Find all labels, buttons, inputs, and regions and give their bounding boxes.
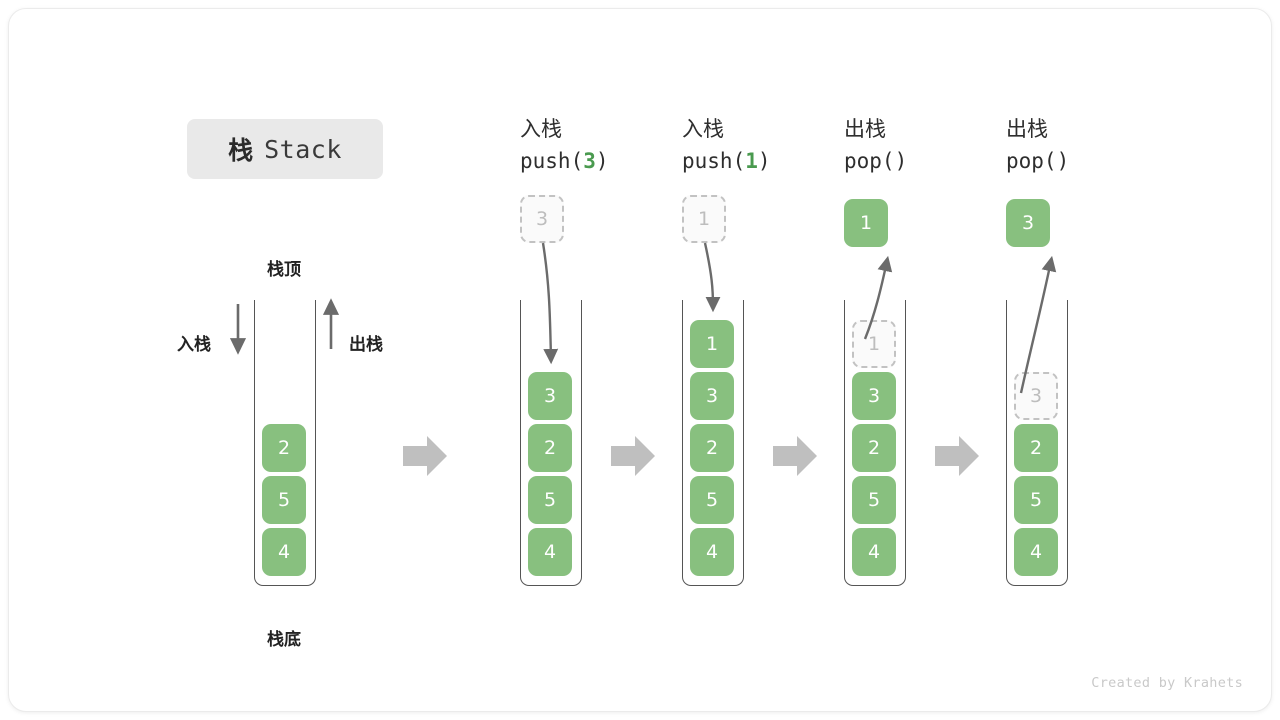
external-element-ghost: 1: [682, 195, 726, 243]
pop-side-label: 出栈: [349, 335, 383, 355]
stack-cell: 5: [262, 476, 306, 524]
push-side-label: 入栈: [177, 335, 211, 355]
stack-container-push-1: [682, 300, 744, 586]
op-header-pop-1: 出栈 pop(): [844, 115, 907, 176]
stack-cell: 2: [262, 424, 306, 472]
diagram-card: 栈 Stack 栈顶 栈底 入栈 出栈 入栈 push(3) 入栈 push(1…: [8, 8, 1272, 712]
stack-cell: 4: [262, 528, 306, 576]
stack-bottom-label: 栈底: [267, 630, 301, 650]
stack-cell: 2: [852, 424, 896, 472]
op-header-code: push(1): [682, 148, 771, 173]
stack-cell: 2: [1014, 424, 1058, 472]
connector-overlay: [229, 242, 1057, 476]
stack-top-label: 栈顶: [267, 260, 301, 280]
title-en: Stack: [264, 134, 342, 164]
stack-cell: 2: [528, 424, 572, 472]
stack-container-push-3: [520, 300, 582, 586]
step-arrow: [611, 436, 655, 476]
op-header-pop-3: 出栈 pop(): [1006, 115, 1069, 176]
stack-cell: 4: [852, 528, 896, 576]
push-1-flow-arrow: [703, 242, 721, 313]
stack-cell: 3: [528, 372, 572, 420]
stack-cell-ghost: 1: [852, 320, 896, 368]
stack-cell: 3: [852, 372, 896, 420]
op-header-cn: 出栈: [844, 117, 886, 141]
step-arrow: [773, 436, 817, 476]
op-header-code: pop(): [1006, 148, 1070, 173]
diagram-title-badge: 栈 Stack: [187, 119, 383, 179]
stack-container-pop-3: [1006, 300, 1068, 586]
op-header-cn: 出栈: [1006, 117, 1048, 141]
op-header-cn: 入栈: [682, 117, 724, 141]
op-header-push-3: 入栈 push(3): [520, 115, 609, 176]
credit-text: Created by Krahets: [1091, 675, 1243, 691]
op-header-cn: 入栈: [520, 117, 562, 141]
title-cn: 栈: [228, 136, 254, 165]
op-header-push-1: 入栈 push(1): [682, 115, 771, 176]
external-element-popped: 1: [844, 199, 888, 247]
step-arrow: [403, 436, 447, 476]
stack-cell: 4: [1014, 528, 1058, 576]
stack-cell: 5: [690, 476, 734, 524]
stack-cell: 5: [528, 476, 572, 524]
external-element-popped: 3: [1006, 199, 1050, 247]
stack-cell: 5: [1014, 476, 1058, 524]
stack-cell: 1: [690, 320, 734, 368]
stack-container-pop-1: [844, 300, 906, 586]
step-arrow: [935, 436, 979, 476]
stack-cell: 4: [528, 528, 572, 576]
stack-cell: 2: [690, 424, 734, 472]
external-element-ghost: 3: [520, 195, 564, 243]
stack-container-initial: [254, 300, 316, 586]
stack-cell-ghost: 3: [1014, 372, 1058, 420]
stack-cell: 4: [690, 528, 734, 576]
stack-cell: 3: [690, 372, 734, 420]
stack-cell: 5: [852, 476, 896, 524]
op-header-code: pop(): [844, 148, 908, 173]
op-header-code: push(3): [520, 148, 609, 173]
